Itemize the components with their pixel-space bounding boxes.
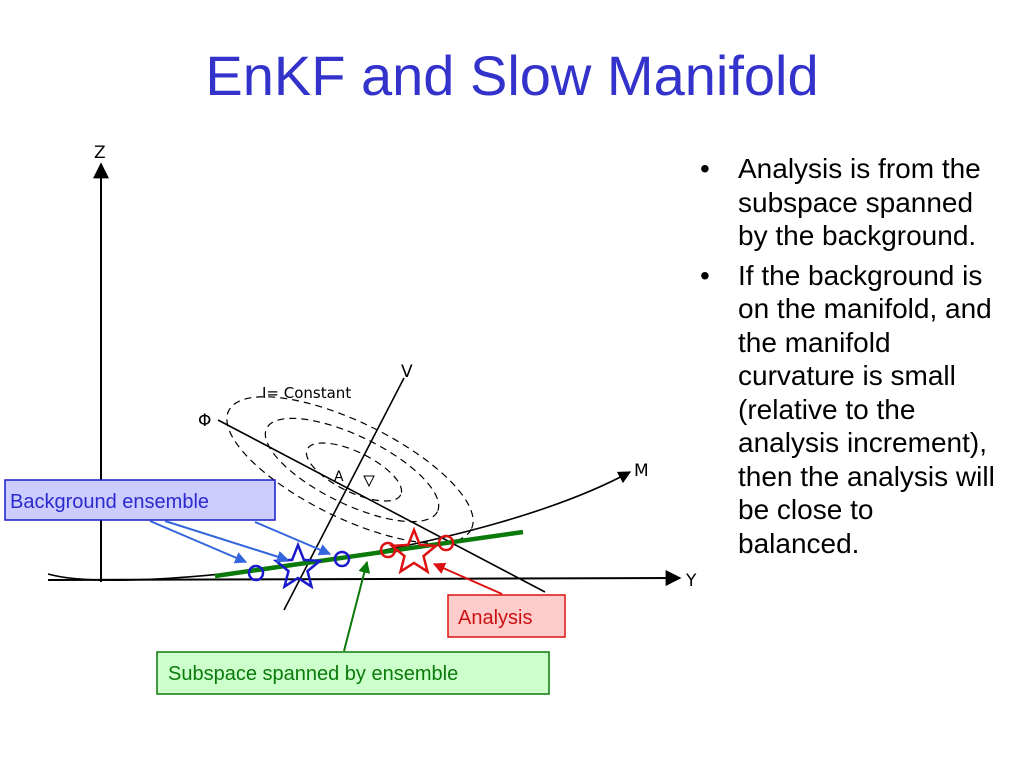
background-arrow <box>149 520 248 564</box>
subspace-line <box>214 529 524 579</box>
background-arrow <box>254 521 332 556</box>
axis-y-label: Y <box>685 571 697 591</box>
analysis-callout-box <box>447 594 566 638</box>
bullet-item: • Analysis is from the subspace spanned b… <box>700 152 1000 253</box>
analysis-member-marker <box>437 534 455 552</box>
v-line <box>283 377 405 611</box>
background-callout-label: Background ensemble <box>10 491 209 513</box>
subspace-callout-label: Subspace spanned by ensemble <box>168 663 458 685</box>
background-callout-box <box>4 479 276 521</box>
bullet-marker: • <box>700 259 710 291</box>
background-member-marker <box>247 564 265 582</box>
bullet-list: • Analysis is from the subspace spanned b… <box>700 152 1000 566</box>
bullet-text: If the background is on the manifold, an… <box>738 259 995 559</box>
phi-line <box>217 419 546 593</box>
bullet-item: • If the background is on the manifold, a… <box>700 259 1000 561</box>
slide-title: EnKF and Slow Manifold <box>205 44 819 107</box>
label-m: M <box>634 461 649 481</box>
analysis-arrow <box>432 562 503 595</box>
bullet-marker: • <box>700 153 710 184</box>
center-mark-icon <box>363 475 375 488</box>
label-contour: I= Constant <box>262 384 351 402</box>
analysis-callout-label: Analysis <box>458 607 532 629</box>
subspace-arrow <box>343 560 371 652</box>
background-arrow <box>164 520 290 563</box>
label-v: V <box>401 362 413 382</box>
background-member-marker <box>333 550 351 568</box>
analysis-mean-star-icon <box>388 526 440 575</box>
label-a: A <box>334 469 344 485</box>
bullet-text: Analysis is from the subspace spanned by… <box>738 153 981 251</box>
analysis-member-marker <box>379 541 397 559</box>
subspace-callout-box <box>156 651 550 695</box>
axis-z-label: Z <box>94 143 106 163</box>
label-phi: Φ <box>198 411 211 431</box>
